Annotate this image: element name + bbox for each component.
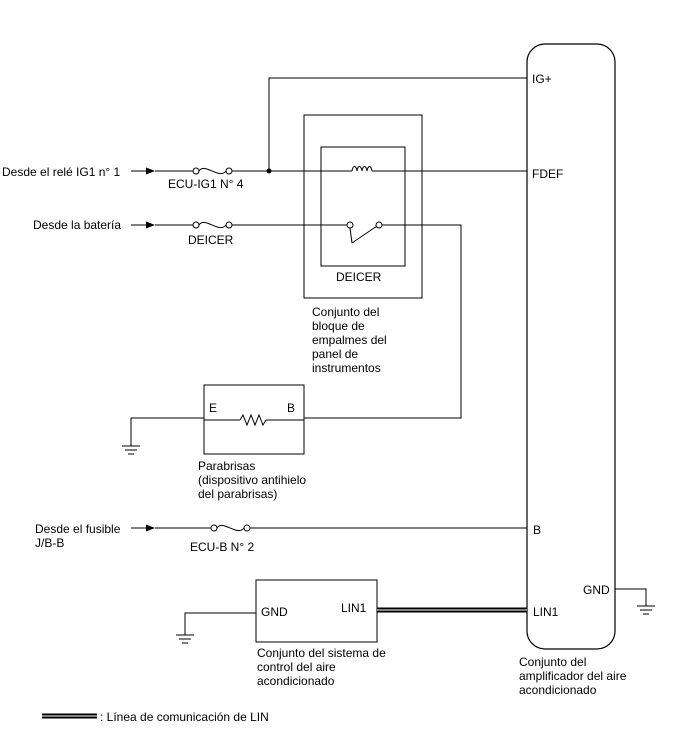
deicer-relay-label: DEICER	[336, 270, 382, 284]
fuse-ecu-b-terminal-right	[243, 524, 251, 532]
amplifier-name-3: acondicionado	[519, 683, 597, 697]
source-fuse-line2: J/B-B	[35, 536, 64, 550]
source-battery: Desde la batería	[33, 218, 121, 232]
ig1-circuit: Desde el relé IG1 n° 1 ECU-IG1 N° 4	[2, 77, 527, 191]
fuse-ecu-ig1-terminal-left	[192, 167, 200, 175]
windshield-terminal-b: B	[287, 401, 295, 415]
ac-control-assembly: GND LIN1 Conjunto del sistema de control…	[255, 579, 386, 688]
fuse-ecu-ig1-terminal-right	[225, 167, 233, 175]
fuse-jbb-circuit: Desde el fusible J/B-B ECU-B N° 2	[35, 522, 527, 554]
ac-control-ground-wire	[184, 612, 256, 635]
relay-to-windshield-wire	[304, 224, 462, 419]
battery-arrowhead	[146, 221, 155, 229]
fuse-deicer-icon	[198, 221, 227, 229]
junction-block-name-5: instrumentos	[312, 361, 381, 375]
ac-control-name-3: acondicionado	[257, 674, 335, 688]
fuse-deicer-terminal-left	[192, 221, 200, 229]
instrument-panel-junction-block: DEICER Conjunto del bloque de empalmes d…	[303, 114, 423, 375]
windshield-name-3: del parabrisas)	[198, 487, 277, 501]
ground-icon-windshield	[122, 445, 140, 455]
legend-lin-label: : Línea de comunicación de LIN	[100, 710, 269, 724]
amplifier-terminal-ig: IG+	[532, 72, 552, 86]
amplifier-terminal-gnd: GND	[583, 583, 610, 597]
amplifier-terminal-b: B	[533, 523, 541, 537]
junction-block-name-3: empalmes del	[312, 333, 387, 347]
relay-switch-blade	[351, 225, 378, 244]
windshield-terminal-e: E	[209, 401, 217, 415]
ac-amplifier-box	[526, 43, 616, 650]
relay-switch-contact-left	[346, 221, 354, 229]
windshield-ground-wire	[130, 417, 204, 446]
fuse-deicer-label: DEICER	[188, 233, 234, 247]
ig-plus-wire	[268, 77, 527, 171]
windshield-name-2: (dispositivo antihielo	[198, 473, 306, 487]
fuse-ecu-b-icon	[216, 524, 245, 532]
junction-block-name-4: panel de	[312, 347, 358, 361]
fuse-ecu-ig1-label: ECU-IG1 N° 4	[168, 177, 244, 191]
amplifier-terminal-lin1: LIN1	[533, 605, 559, 619]
fuse-ecu-b-label: ECU-B N° 2	[190, 540, 254, 554]
ac-control-name-2: control del aire	[257, 660, 336, 674]
amplifier-ground-wire	[615, 588, 647, 606]
source-ig1-relay: Desde el relé IG1 n° 1	[2, 165, 121, 179]
windshield-deicer: E B Parabrisas (dispositivo antihielo de…	[198, 384, 306, 501]
amplifier-terminal-fdef: FDEF	[532, 167, 563, 181]
junction-block-name-2: bloque de	[312, 319, 365, 333]
ac-control-name-1: Conjunto del sistema de	[257, 646, 386, 660]
ac-control-terminal-lin1: LIN1	[341, 601, 367, 615]
relay-switch-contact-right	[375, 221, 383, 229]
fuse-ecu-b-terminal-left	[210, 524, 218, 532]
battery-circuit: Desde la batería DEICER	[33, 218, 347, 247]
relay-coil-icon	[351, 166, 373, 172]
windshield-name-1: Parabrisas	[198, 459, 255, 473]
ac-amplifier-assembly: IG+ FDEF B LIN1 GND Conjunto del amplifi…	[519, 43, 627, 697]
deicer-relay-box	[320, 146, 406, 267]
relay-switch-pivot	[349, 227, 353, 244]
ac-control-terminal-gnd: GND	[261, 605, 288, 619]
ground-icon-ac-control	[176, 634, 194, 644]
junction-block-box	[303, 114, 423, 299]
source-fuse-line1: Desde el fusible	[35, 522, 121, 536]
ig1-arrowhead	[146, 167, 155, 175]
fuse-deicer-terminal-right	[225, 221, 233, 229]
resistor-icon	[239, 413, 267, 427]
junction-block-name-1: Conjunto del	[312, 305, 379, 319]
amplifier-name-1: Conjunto del	[519, 655, 586, 669]
amplifier-name-2: amplificador del aire	[519, 669, 627, 683]
fuse-ecu-ig1-icon	[198, 167, 227, 175]
legend: : Línea de comunicación de LIN	[42, 710, 269, 724]
ground-icon-amplifier	[637, 605, 655, 615]
fuse-jbb-arrowhead	[146, 524, 155, 532]
